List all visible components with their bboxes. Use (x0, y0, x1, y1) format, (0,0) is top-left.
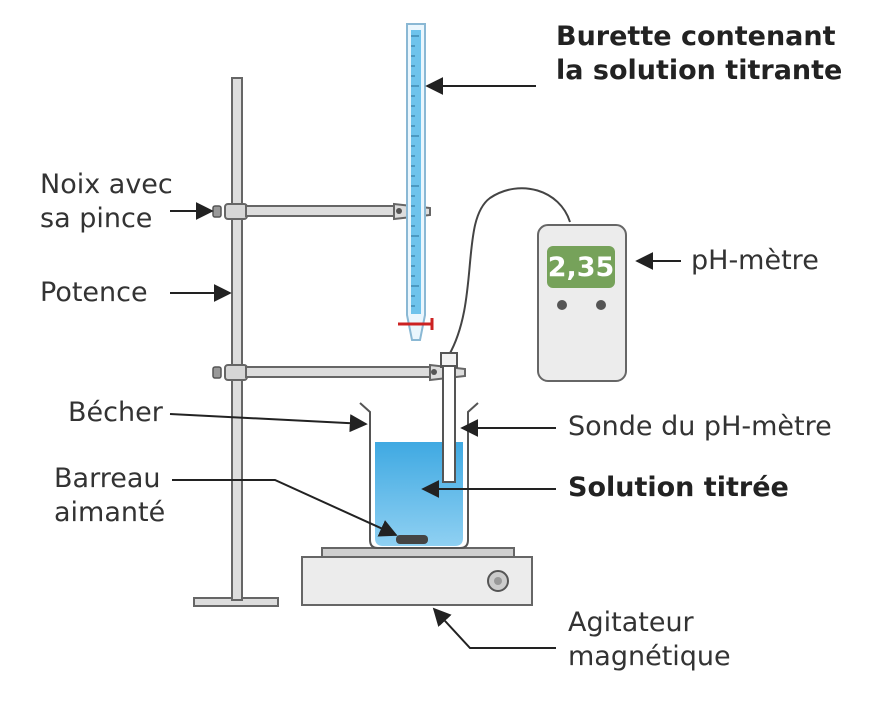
label-becher: Bécher (68, 397, 163, 428)
stand (193, 77, 279, 607)
ph-meter-button-right (596, 300, 606, 310)
label-agitateur: Agitateur magnétique (568, 607, 731, 672)
lower-clamp (212, 363, 466, 382)
label-arrows (169, 77, 681, 649)
arrow-barreau (172, 479, 398, 537)
arrow-agitateur (432, 607, 556, 649)
burette-graduations (411, 35, 419, 307)
label-solution-titree: Solution titrée (568, 472, 789, 503)
ph-meter (537, 224, 627, 382)
label-noix: Noix avec sa pince (40, 169, 173, 234)
magnetic-bar (396, 535, 428, 544)
burette (398, 23, 434, 341)
label-potence: Potence (40, 277, 148, 308)
label-burette: Burette contenant la solution titrante (556, 21, 843, 86)
arrow-becher (169, 413, 368, 433)
ph-meter-button-left (557, 300, 567, 310)
magnetic-stirrer (301, 547, 533, 606)
upper-clamp (212, 202, 431, 221)
label-sonde: Sonde du pH-mètre (568, 411, 832, 442)
label-ph-metre: pH-mètre (691, 245, 819, 276)
label-barreau: Barreau aimanté (54, 463, 166, 528)
beaker (359, 402, 479, 549)
ph-reading: 2,35 (547, 251, 615, 283)
ph-meter-screen (547, 246, 615, 288)
ph-probe (440, 187, 571, 483)
